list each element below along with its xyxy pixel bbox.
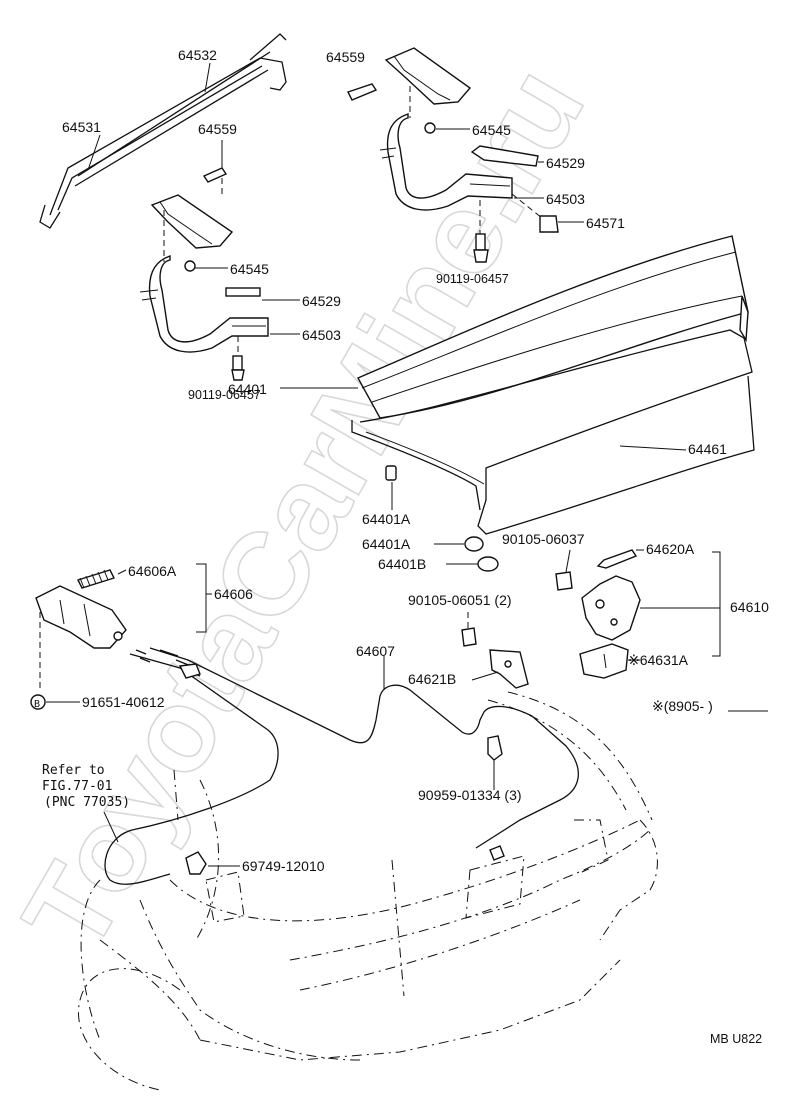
- release-lever-assembly: [35, 569, 127, 649]
- callout-64503-right: 64503: [546, 191, 585, 207]
- callout-64559-right: 64559: [326, 49, 365, 65]
- reference-note-line1: Refer to: [42, 763, 105, 778]
- weatherstrip: [351, 329, 755, 535]
- callout-90105-06037: 90105-06037: [502, 531, 585, 547]
- striker-assembly: [461, 627, 529, 689]
- callout-91651-40612: 91651-40612: [82, 694, 165, 710]
- callout-64529-right: 64529: [546, 155, 585, 171]
- callout-64401A-lower: 64401A: [362, 536, 411, 552]
- callout-69749-12010: 69749-12010: [242, 858, 325, 874]
- callout-64559-left: 64559: [198, 121, 237, 137]
- callout-90105-06051: 90105-06051 (2): [408, 592, 512, 608]
- callout-64401: 64401: [228, 381, 267, 397]
- release-cable: [104, 647, 579, 885]
- callout-64607: 64607: [356, 643, 395, 659]
- callout-64620A: 64620A: [646, 541, 695, 557]
- marker-letter: B: [34, 699, 40, 710]
- callout-64532: 64532: [178, 47, 217, 63]
- left-hinge-assembly: [139, 167, 269, 381]
- callout-64621B: 64621B: [408, 671, 456, 687]
- callout-64529-left: 64529: [302, 293, 341, 309]
- callout-64610: 64610: [730, 599, 769, 615]
- reference-note-line3: (PNC 77035): [44, 795, 130, 810]
- callout-64606: 64606: [214, 586, 253, 602]
- figure-code: MB U822: [710, 1032, 762, 1046]
- callout-64401A-upper: 64401A: [362, 511, 411, 527]
- callout-90119-right: 90119-06457: [436, 272, 509, 286]
- right-hinge-assembly: [347, 47, 559, 263]
- callout-90119-left: 90119-06457: [188, 388, 261, 402]
- reference-note-line2: FIG.77-01: [42, 779, 112, 794]
- callout-64503-left: 64503: [302, 327, 341, 343]
- date-note: ※(8905- ): [652, 698, 713, 714]
- callout-64401B: 64401B: [378, 556, 426, 572]
- watermark: ToyotaCarMine.ru: [0, 46, 610, 973]
- callout-90959-01334: 90959-01334 (3): [418, 787, 522, 803]
- torsion-bar-assembly: [39, 33, 287, 229]
- callout-64606A: 64606A: [128, 563, 177, 579]
- callout-64531: 64531: [62, 119, 101, 135]
- lock-assembly: [555, 549, 641, 679]
- callout-64545-right: 64545: [472, 122, 511, 138]
- trunk-lid: [357, 235, 749, 419]
- vehicle-body-outline: [78, 691, 658, 1091]
- callout-64631A: ※64631A: [628, 652, 689, 668]
- fastener-marker: [30, 694, 46, 710]
- callout-64571: 64571: [586, 215, 625, 231]
- callout-64545-left: 64545: [230, 261, 269, 277]
- callout-64461: 64461: [688, 441, 727, 457]
